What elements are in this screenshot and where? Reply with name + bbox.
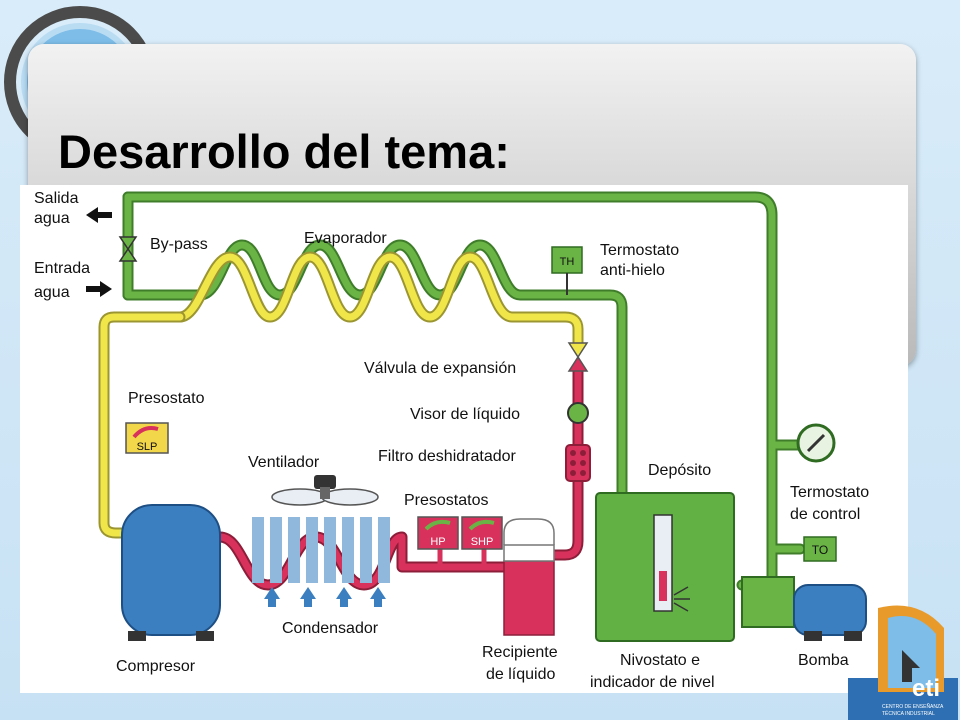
label-valvula: Válvula de expansión: [364, 360, 516, 377]
label-nivostato-2: indicador de nivel: [590, 674, 715, 691]
refrigerant-low-pipe: [98, 251, 584, 539]
label-recipiente-1: Recipiente: [482, 644, 558, 661]
th-badge: TH: [560, 256, 575, 268]
label-entrada-1: Entrada: [34, 260, 90, 277]
label-condensador: Condensador: [282, 620, 379, 637]
fan-icon: [271, 475, 379, 506]
filter-drier: [565, 444, 591, 482]
institution-logo-right: eti CENTRO DE ENSEÑANZA TÉCNICA INDUSTRI…: [848, 605, 958, 720]
label-presostatos: Presostatos: [404, 492, 488, 509]
label-evaporador: Evaporador: [304, 230, 387, 247]
label-recipiente-2: de líquido: [486, 666, 555, 683]
condenser: [252, 517, 390, 583]
presostato-hp: HP: [417, 516, 459, 550]
logo-right-text: eti: [912, 675, 940, 702]
label-presostato: Presostato: [128, 390, 205, 407]
label-ventilador: Ventilador: [248, 454, 320, 471]
to-sensor: TO: [803, 536, 837, 562]
slp-badge: SLP: [137, 441, 158, 453]
sight-glass: [567, 402, 589, 424]
th-sensor: TH: [551, 246, 583, 295]
presostato-slp: SLP: [125, 422, 169, 454]
to-badge: TO: [812, 543, 828, 557]
label-compresor: Compresor: [116, 658, 196, 675]
refrigeration-diagram-svg: SLP HP SHP: [34, 190, 869, 691]
refrigeration-diagram: SLP HP SHP: [20, 185, 908, 693]
label-visor: Visor de líquido: [410, 406, 520, 423]
label-bomba: Bomba: [798, 652, 849, 669]
label-termostato-control-2: de control: [790, 506, 860, 523]
deposit-tank: [595, 492, 735, 642]
label-filtro: Filtro deshidratador: [378, 448, 517, 465]
compressor: [121, 504, 221, 641]
water-gauge-icon: [796, 423, 836, 463]
label-entrada-2: agua: [34, 284, 70, 301]
hp-badge: HP: [430, 536, 445, 548]
label-deposito: Depósito: [648, 462, 711, 479]
presostato-shp: SHP: [461, 516, 503, 550]
expansion-valve: [567, 342, 589, 372]
label-nivostato-1: Nivostato e: [620, 652, 700, 669]
label-salida-2: agua: [34, 210, 70, 227]
logo-right-subtext-2: TÉCNICA INDUSTRIAL: [882, 710, 935, 717]
label-termostato-antihielo-2: anti-hielo: [600, 262, 665, 279]
condenser-airflow-arrows: [264, 587, 386, 607]
liquid-receiver: [503, 518, 555, 636]
label-termostato-control-1: Termostato: [790, 484, 869, 501]
pump: [741, 576, 867, 641]
slide-title: Desarrollo del tema:: [58, 125, 510, 178]
water-in-arrow-icon: [86, 281, 112, 297]
label-termostato-antihielo-1: Termostato: [600, 242, 679, 259]
label-salida-1: Salida: [34, 190, 79, 207]
logo-right-subtext-1: CENTRO DE ENSEÑANZA: [882, 703, 944, 710]
shp-badge: SHP: [471, 536, 494, 548]
water-out-arrow-icon: [86, 207, 112, 223]
bypass-valve: [118, 236, 138, 262]
label-bypass: By-pass: [150, 236, 208, 253]
